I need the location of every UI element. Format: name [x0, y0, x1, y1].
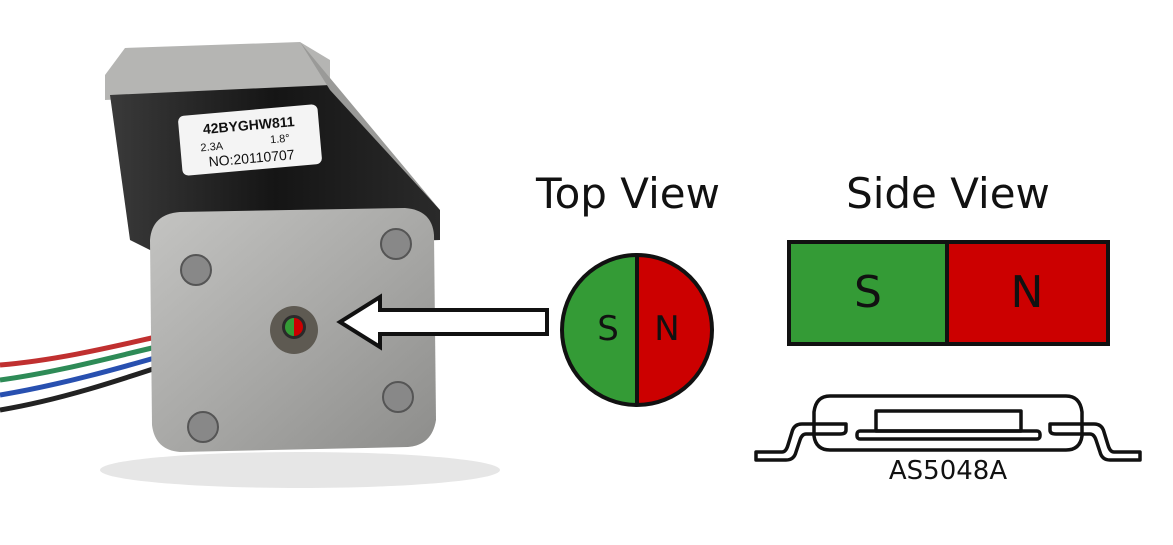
- side-view-south-half: [789, 242, 947, 344]
- motor-current-text: 2.3A: [200, 140, 224, 154]
- top-view-north-label: N: [654, 309, 679, 349]
- motor-top-cap: [105, 42, 330, 100]
- top-view-south-half: [562, 255, 637, 405]
- top-view-magnet: S N: [560, 253, 714, 407]
- chip-left-lead: [754, 422, 848, 462]
- chip-die: [874, 409, 1023, 433]
- sensor-label: AS5048A: [889, 456, 1007, 486]
- as5048a-chip-outline: [754, 394, 1142, 462]
- stepper-motor-photo: 42BYGHW811 2.3A 1.8° NO:20110707: [0, 42, 500, 488]
- top-view-title: Top View: [535, 169, 720, 218]
- side-view-magnet: S N: [787, 240, 1110, 346]
- side-view-south-label: S: [854, 267, 882, 318]
- screw-icon: [180, 228, 414, 443]
- motor-shadow: [100, 452, 500, 488]
- motor-wires: [0, 332, 166, 413]
- side-view-north-label: N: [1011, 267, 1044, 318]
- motor-step-angle-text: 1.8°: [270, 133, 291, 147]
- shaft-magnet-north: [294, 318, 303, 336]
- chip-package: [812, 394, 1084, 452]
- top-view-south-label: S: [597, 309, 619, 349]
- chip-right-lead: [1048, 422, 1142, 462]
- motor-sticker: 42BYGHW811 2.3A 1.8° NO:20110707: [178, 104, 322, 176]
- top-view-north-half: [637, 255, 712, 405]
- shaft-magnet-south: [285, 318, 294, 336]
- motor-serial-text: NO:20110707: [208, 146, 295, 169]
- side-view-title: Side View: [846, 169, 1050, 218]
- chip-pad: [855, 429, 1042, 441]
- side-view-north-half: [947, 242, 1108, 344]
- motor-model-text: 42BYGHW811: [202, 113, 295, 137]
- arrow-left-icon: [336, 293, 549, 351]
